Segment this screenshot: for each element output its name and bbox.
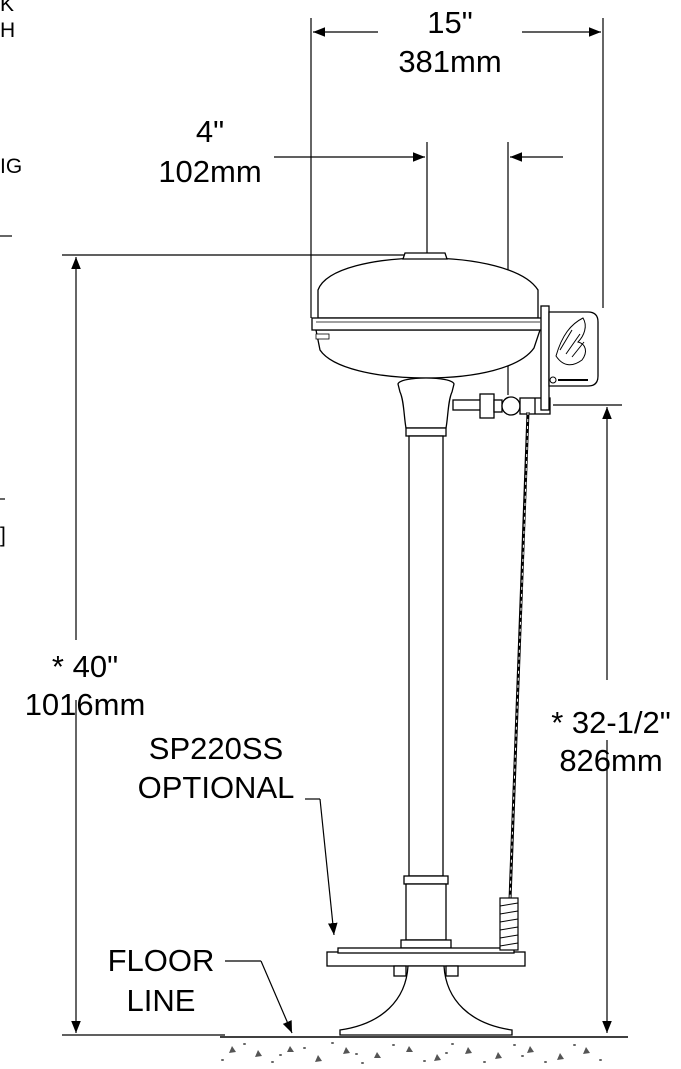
pull-height-inches: * 32-1/2" [551,705,671,740]
clipped-text-bracket: ] [0,524,6,547]
pedestal-column [408,435,444,877]
floor-callout-line2: LINE [126,983,196,1018]
floor-callout-line1: FLOOR [107,943,215,978]
offset-mm: 102mm [158,154,262,189]
dimension-lines [0,18,622,1036]
optional-part-note: OPTIONAL [137,770,295,805]
height-mm: 1016mm [24,687,146,722]
optional-part-number: SP220SS [148,731,284,766]
pull-chain [499,411,530,951]
floor [220,1036,628,1064]
clipped-text-k: K [0,0,15,16]
eyewash-fixture [311,252,599,1036]
overall-width-mm: 381mm [398,44,502,79]
bowl [317,257,539,319]
bell-base [339,965,513,1036]
height-inches: * 40" [51,649,119,684]
floor-plate [326,951,526,967]
overall-width-inches: 15" [427,5,473,40]
offset-inches: 4" [195,114,225,149]
pull-height-mm: 826mm [559,743,663,778]
clipped-text-h: H [0,19,16,42]
clipped-text-ig: IG [0,155,23,178]
